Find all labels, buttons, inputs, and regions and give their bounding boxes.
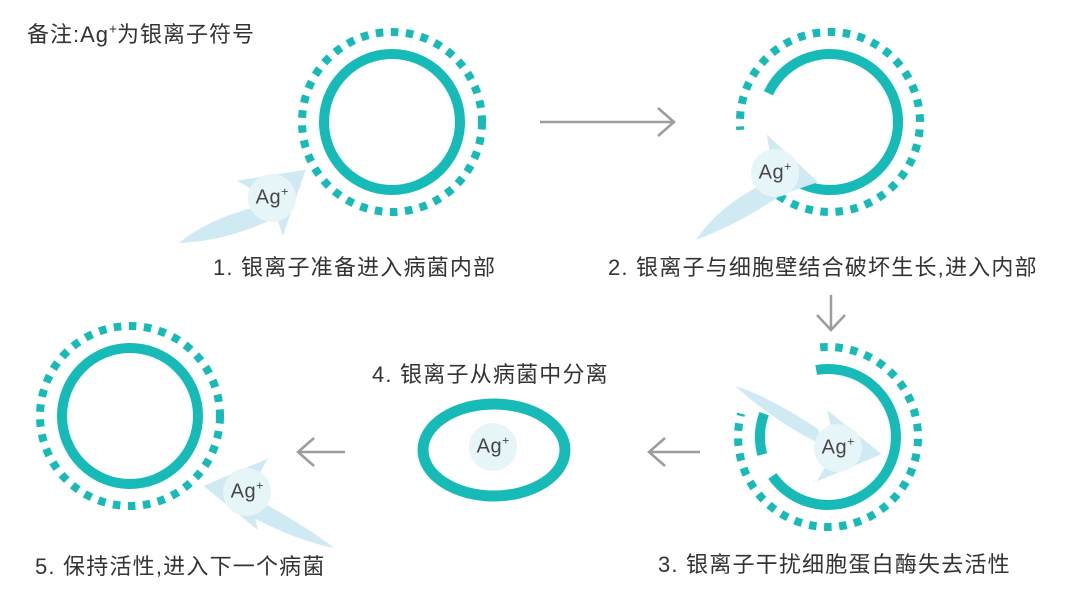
caption-step2: 2. 银离子与细胞壁结合破坏生长,进入内部 <box>608 255 1038 280</box>
bacterium-step4 <box>417 398 571 502</box>
ion-label-step5: Ag+ <box>231 479 264 504</box>
cell-membrane-ring <box>319 49 465 195</box>
ion-tail <box>179 207 281 243</box>
caption-step3: 3. 银离子干扰细胞蛋白酶失去活性 <box>658 552 1011 577</box>
bacterium-step3 <box>734 342 923 531</box>
cell-wall-dotted-ring <box>36 322 224 510</box>
ion-label-step3: Ag+ <box>822 435 855 460</box>
arrow-step4-to-step5-icon <box>296 437 345 467</box>
ion-label-step1: Ag+ <box>256 185 289 210</box>
arrow-step2-to-step3-icon <box>816 295 846 332</box>
ion-symbol-plus: + <box>847 434 855 449</box>
cell-wall-dotted-ring-broken <box>735 27 924 216</box>
bacterium-step2 <box>735 27 924 216</box>
ion-symbol-text: Ag <box>476 435 503 458</box>
ion-symbol-text: Ag <box>758 161 785 184</box>
note-text-after: 为银离子符号 <box>117 22 256 47</box>
ion-symbol-text: Ag <box>821 436 848 459</box>
ion-symbol-plus: + <box>502 433 510 448</box>
cell-membrane-ring-broken <box>763 49 904 195</box>
arrow-step1-to-step2-icon <box>540 107 676 137</box>
ion-symbol-plus: + <box>256 478 264 493</box>
cell-wall-dotted-ring-broken <box>734 342 923 531</box>
bacterium-step5 <box>36 322 224 510</box>
ion-symbol-text: Ag <box>255 186 282 209</box>
caption-step5: 5. 保持活性,进入下一个病菌 <box>35 554 326 579</box>
caption-step4: 4. 银离子从病菌中分离 <box>372 362 609 387</box>
ion-label-step2: Ag+ <box>759 160 792 185</box>
note-text-before: 备注:Ag <box>27 22 110 47</box>
note-legend: 备注:Ag+为银离子符号 <box>27 17 255 49</box>
bacterium-step1 <box>298 28 486 216</box>
silver-ion-step1 <box>179 169 306 243</box>
arrow-step3-to-step4-icon <box>647 437 700 467</box>
note-superscript-plus: + <box>109 21 117 37</box>
ion-label-step4: Ag+ <box>477 434 510 459</box>
ion-tail <box>735 386 828 448</box>
ion-bubble <box>751 149 799 197</box>
ion-symbol-text: Ag <box>230 480 257 503</box>
cell-membrane-ring-broken <box>768 363 901 510</box>
ion-bubble <box>469 423 517 471</box>
ion-bubble <box>248 174 296 222</box>
ion-bubble <box>223 468 271 516</box>
cell-wall-dotted-ring <box>298 28 486 216</box>
silver-ion-step2 <box>696 134 819 240</box>
caption-step1: 1. 银离子准备进入病菌内部 <box>213 255 497 280</box>
shrunken-cell-ring <box>417 398 571 502</box>
silver-ion-step3 <box>735 386 882 482</box>
cell-membrane-ring-fragment <box>754 411 769 456</box>
ion-symbol-plus: + <box>784 159 792 174</box>
ion-bubble <box>814 424 862 472</box>
cell-membrane-ring <box>57 343 203 489</box>
ion-symbol-plus: + <box>281 184 289 199</box>
ion-tail <box>248 503 334 548</box>
silver-ion-step5 <box>203 458 334 548</box>
